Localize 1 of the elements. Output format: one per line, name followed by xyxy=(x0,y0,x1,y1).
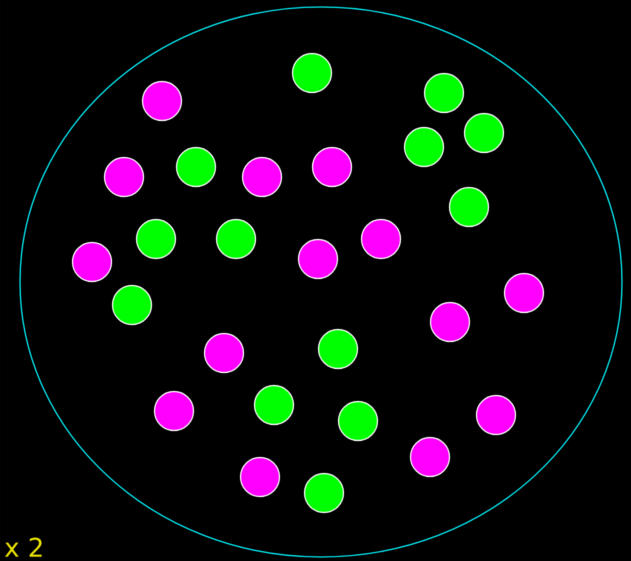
label: x 2 xyxy=(4,538,42,557)
